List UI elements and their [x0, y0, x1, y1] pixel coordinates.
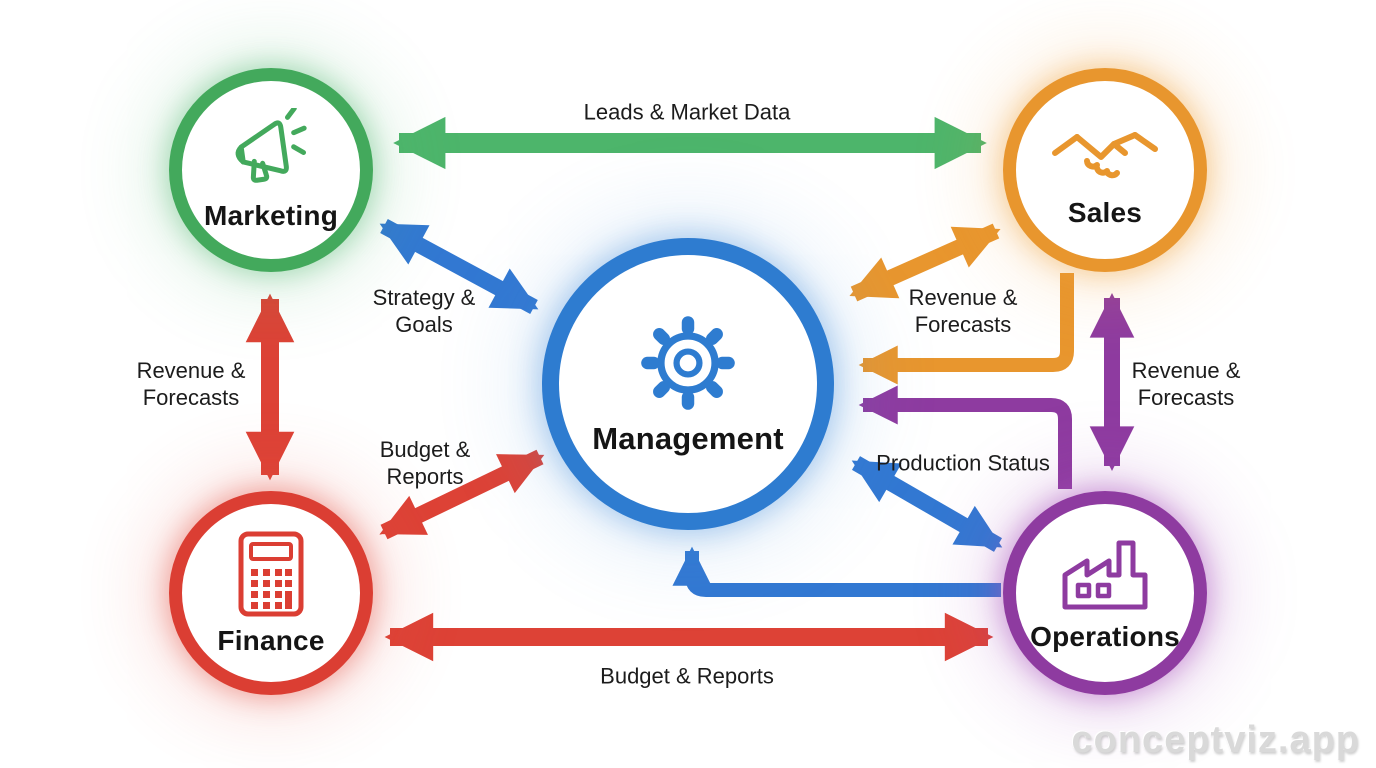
edge-management-sales-arrow — [849, 223, 1001, 302]
node-management-label: Management — [592, 421, 784, 456]
edge-label-revenue-forecasts-right: Revenue & Forecasts — [1131, 358, 1241, 410]
edge-marketing-management-arrow — [379, 218, 539, 315]
edge-management-operations-arrow — [851, 456, 1003, 552]
node-marketing[interactable]: Marketing — [169, 68, 373, 272]
node-sales-label: Sales — [1067, 197, 1143, 228]
gear-icon — [641, 316, 735, 410]
calculator-icon — [238, 531, 304, 617]
edge-label-production-status: Production Status — [876, 450, 1050, 476]
megaphone-icon — [235, 108, 307, 183]
node-sales[interactable]: Sales — [1003, 68, 1207, 272]
node-marketing-label: Marketing — [203, 200, 339, 231]
node-operations-label: Operations — [1030, 621, 1180, 652]
factory-icon — [1062, 540, 1148, 610]
handshake-icon — [1052, 132, 1158, 179]
edge-label-strategy-goals: Strategy & Goals — [372, 285, 476, 337]
edge-label-budget-reports-bottom: Budget & Reports — [600, 663, 774, 689]
watermark: conceptviz.app — [1071, 719, 1360, 761]
edge-finance-management-arrow — [379, 449, 545, 540]
edge-label-revenue-forecasts-mid: Revenue & Forecasts — [908, 285, 1018, 337]
node-finance-label: Finance — [217, 625, 325, 656]
node-operations[interactable]: Operations — [1003, 491, 1207, 695]
edge-label-leads-market-data: Leads & Market Data — [583, 99, 791, 125]
edge-operations-management-elbow-arrow — [858, 385, 1072, 489]
node-management[interactable]: Management — [542, 238, 834, 530]
edge-sales-management-elbow-arrow — [858, 273, 1074, 385]
edge-operations-management-elbow2-arrow — [672, 546, 1001, 597]
node-finance[interactable]: Finance — [169, 491, 373, 695]
edge-label-revenue-forecasts-left: Revenue & Forecasts — [136, 358, 246, 410]
edge-label-budget-reports-left: Budget & Reports — [379, 437, 471, 489]
